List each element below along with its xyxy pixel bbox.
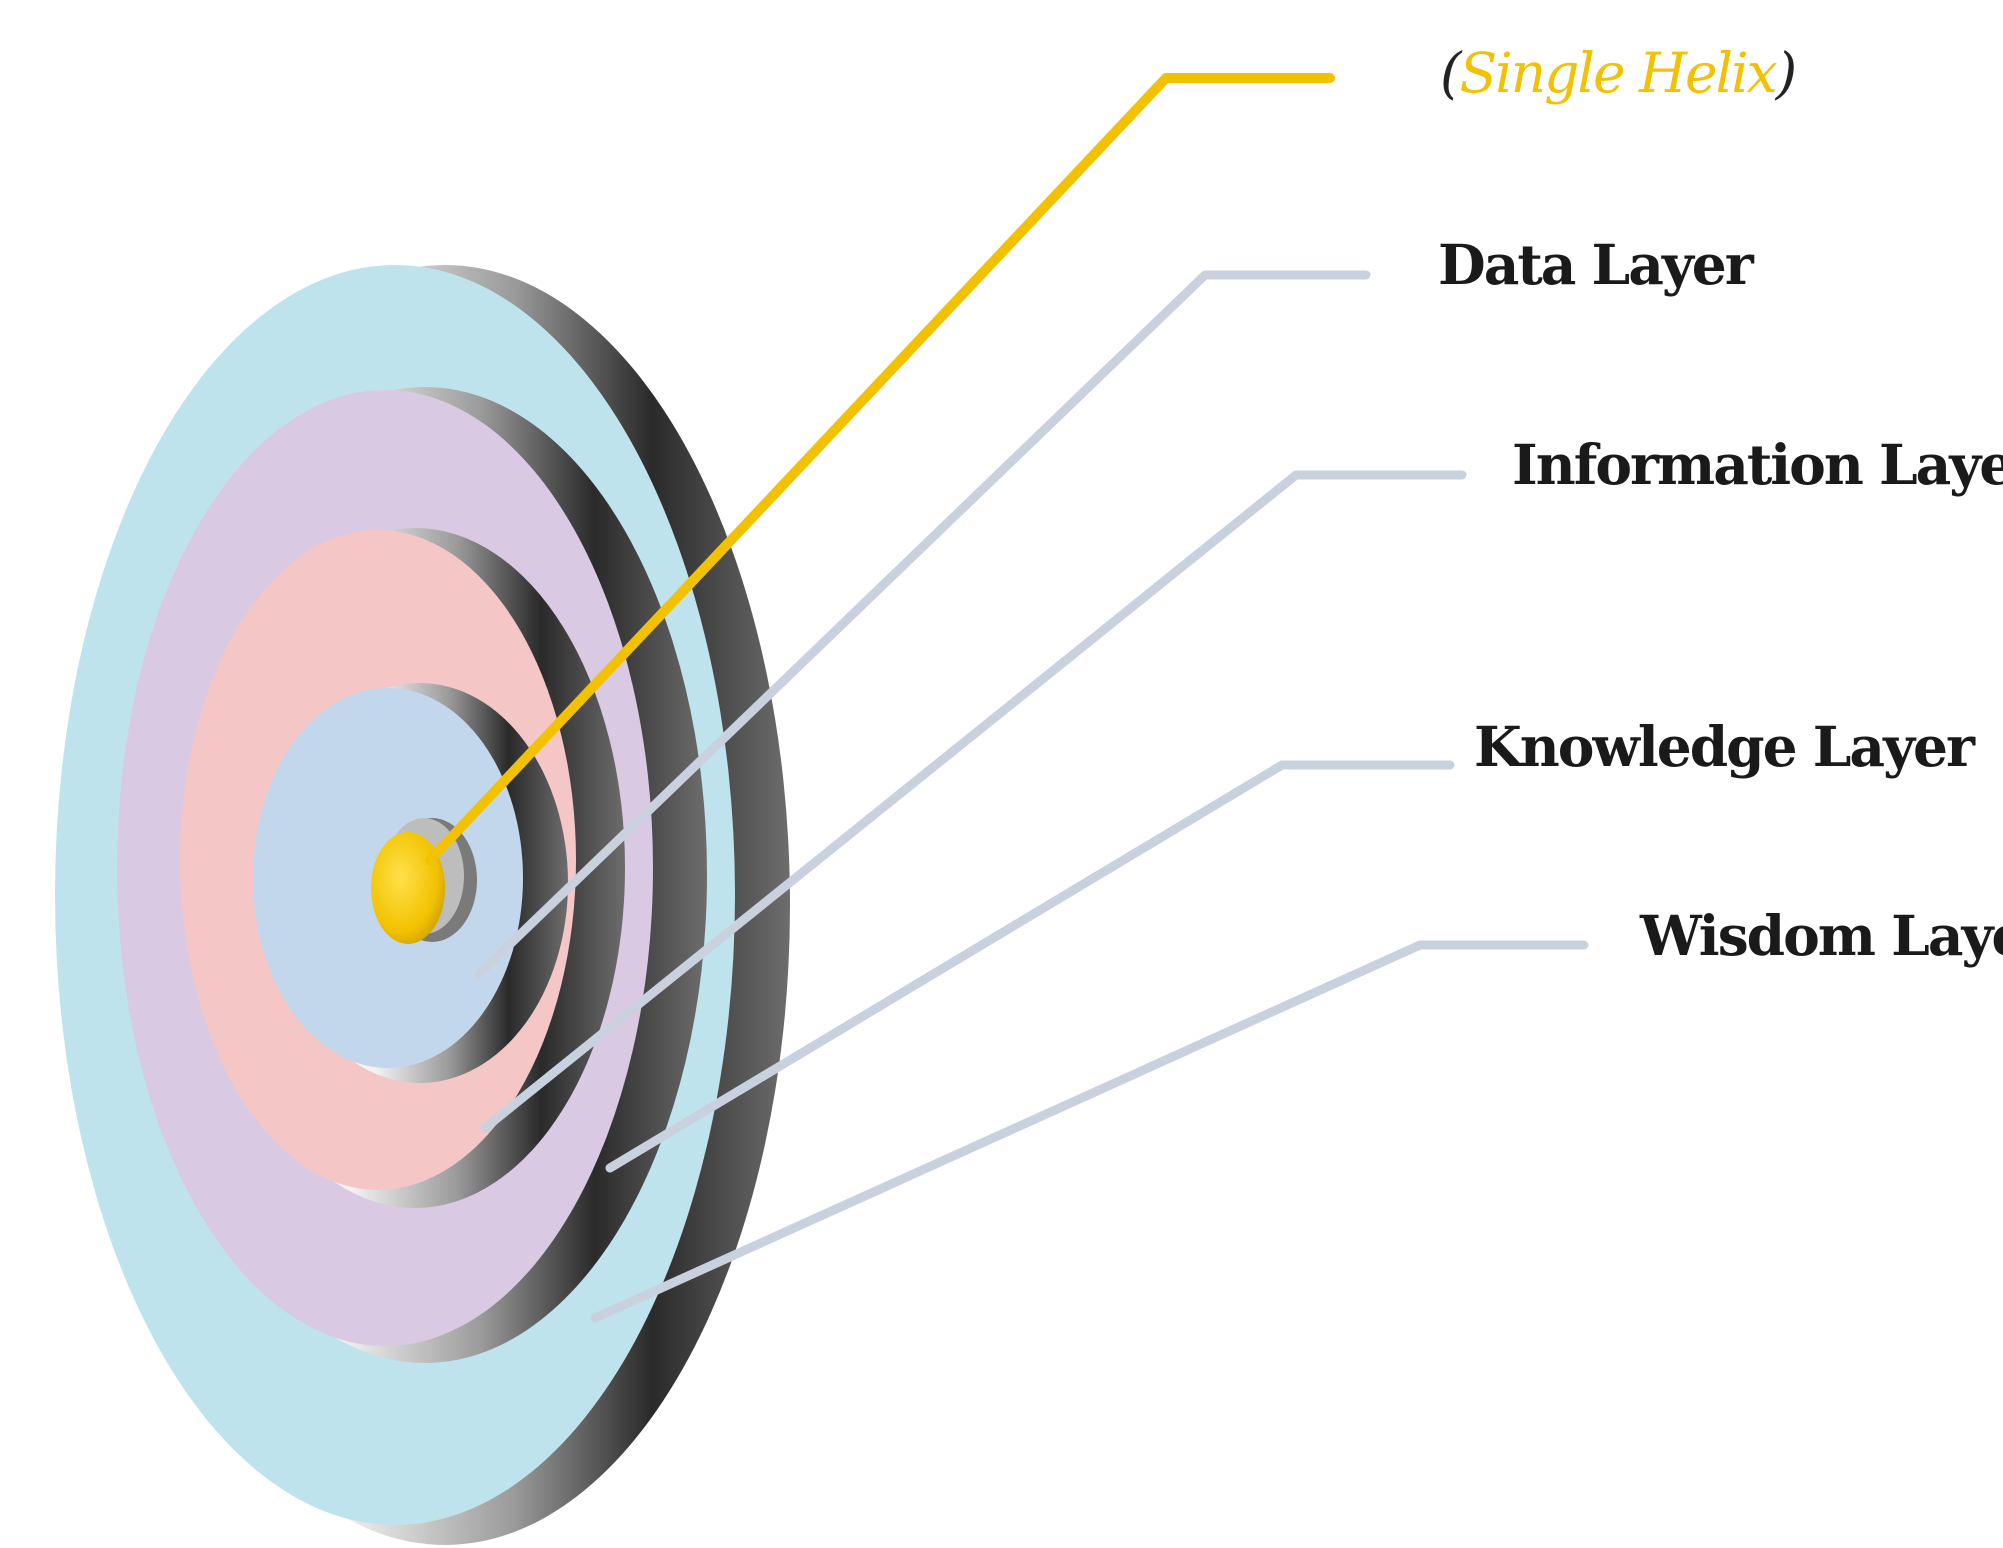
paren-open: ( [1440, 41, 1462, 105]
label-single-helix: (Single Helix) [1440, 46, 1797, 101]
label-wisdom-layer: Wisdom Layer [1640, 903, 2003, 968]
label-knowledge-layer: Knowledge Layer [1474, 714, 1975, 779]
single-helix-label-text: Single Helix [1459, 41, 1777, 105]
leader-line-wisdom [590, 940, 1589, 1323]
leader-line-knowledge [605, 760, 1455, 1173]
paren-close: ) [1775, 41, 1798, 105]
label-information-layer: Information Layer [1512, 432, 2003, 497]
leader-line-information [480, 470, 1467, 1133]
label-data-layer: Data Layer [1438, 232, 1754, 297]
leader-line-data [473, 270, 1371, 980]
leader-line-core [425, 73, 1335, 865]
